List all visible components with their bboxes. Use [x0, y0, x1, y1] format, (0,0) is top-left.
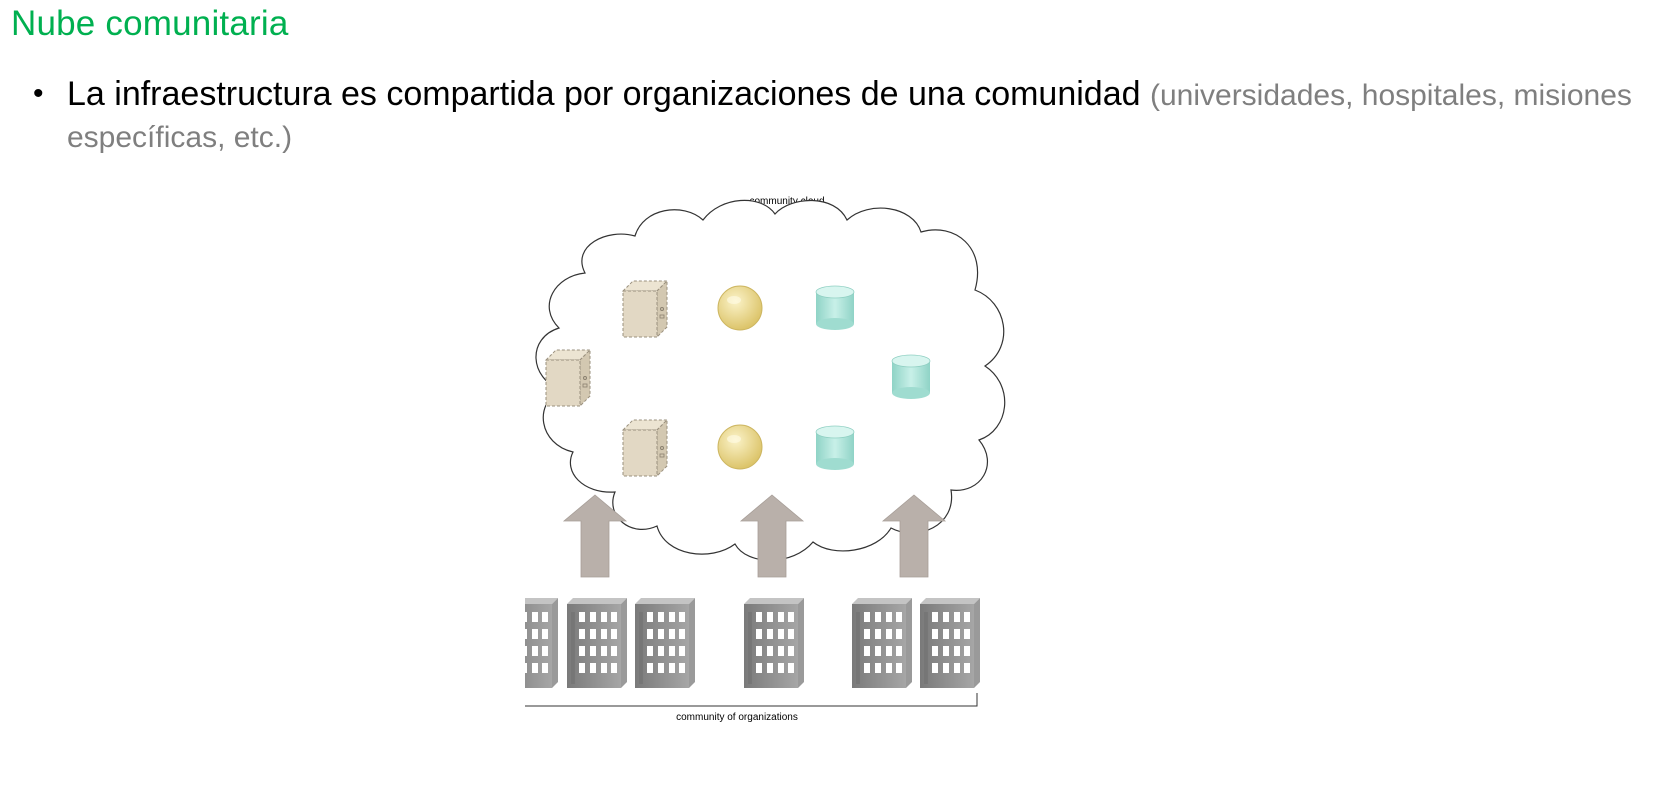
database-icon	[815, 425, 855, 471]
bullet-text: La infraestructura es compartida por org…	[67, 74, 1643, 158]
bullet-marker: •	[33, 77, 44, 110]
organizations-bracket	[525, 693, 978, 707]
building-icon	[920, 598, 980, 688]
slide-title: Nube comunitaria	[11, 4, 289, 43]
database-icon	[815, 285, 855, 331]
building-icon	[525, 598, 558, 688]
building-icon	[567, 598, 627, 688]
building-icon	[852, 598, 912, 688]
organizations-label: community of organizations	[676, 712, 798, 723]
bullet-item: • La infraestructura es compartida por o…	[33, 74, 1643, 158]
sphere-icon	[717, 285, 763, 331]
server-icon	[545, 349, 591, 407]
bullet-aside-text: (universidades, hospitales, misiones esp…	[67, 79, 1632, 154]
building-icon	[744, 598, 804, 688]
database-icon	[891, 354, 931, 400]
bullet-main-text: La infraestructura es compartida por org…	[67, 75, 1141, 113]
community-cloud-diagram: community cloud community of organizatio…	[525, 190, 1055, 780]
building-icon	[635, 598, 695, 688]
cloud-label: community cloud	[749, 196, 824, 207]
sphere-icon	[717, 424, 763, 470]
server-icon	[622, 280, 668, 338]
server-icon	[622, 419, 668, 477]
